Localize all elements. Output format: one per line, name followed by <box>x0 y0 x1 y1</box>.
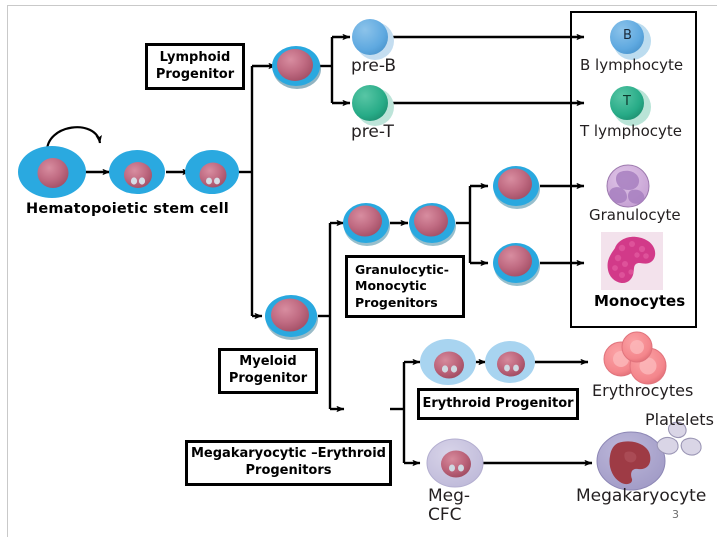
cell-gm-progenitor-2 <box>409 203 456 246</box>
cell-granulocyte <box>606 164 650 208</box>
cell-platelets <box>656 421 702 456</box>
callout-lymphoid-progenitor: Lymphoid Progenitor <box>145 43 245 90</box>
label-monocytes: Monocytes <box>594 292 686 310</box>
cell-hematopoietic-stem-cell-3 <box>185 150 239 194</box>
cell-meg-cfc <box>426 438 484 488</box>
cell-granulocyte-precursor <box>493 166 540 209</box>
cell-myeloid-progenitor <box>265 295 318 340</box>
cell-t-lymphocyte <box>610 86 651 126</box>
label-t-marker: T <box>623 94 631 109</box>
label-platelets: Platelets <box>645 410 714 429</box>
frame-line-top <box>7 5 717 6</box>
frame-line-left <box>7 5 8 537</box>
label-b-marker: B <box>623 28 632 43</box>
cell-pre-t <box>352 85 394 126</box>
callout-erythroid-progenitor: Erythroid Progenitor <box>417 388 579 420</box>
label-granulocyte: Granulocyte <box>589 206 681 224</box>
callout-myeloid-progenitor: Myeloid Progenitor <box>218 348 318 394</box>
cell-erythrocytes <box>603 331 667 385</box>
label-t-lymphocyte: T lymphocyte <box>580 122 683 140</box>
label-hematopoietic-stem-cell: Hematopoietic stem cell <box>26 201 229 217</box>
cell-pre-b <box>352 19 394 60</box>
callout-granulocytic-monocytic-progenitors: Granulocytic- Monocytic Progenitors <box>345 255 465 318</box>
label-meg-cfc: Meg- CFC <box>428 486 471 526</box>
cell-b-lymphocyte <box>610 20 651 60</box>
page-number: 3 <box>672 508 679 521</box>
label-b-lymphocyte: B lymphocyte <box>580 56 684 74</box>
cell-gm-progenitor-1 <box>343 203 390 246</box>
label-megakaryocyte: Megakaryocyte <box>576 486 707 506</box>
cell-lymphoid-progenitor <box>272 46 321 89</box>
callout-megakaryocytic-erythroid-progenitors: Megakaryocytic –Erythroid Progenitors <box>185 440 392 486</box>
cell-hematopoietic-stem-cell-2 <box>109 150 165 194</box>
cell-monocytes-photo <box>601 232 663 290</box>
cell-monocyte-precursor <box>493 243 540 286</box>
label-pre-t: pre-T <box>351 122 394 142</box>
mature-cells-box <box>570 11 697 328</box>
cell-megakaryocyte <box>596 431 666 491</box>
cell-erythroid-progenitor-2 <box>485 341 535 383</box>
label-erythrocytes: Erythrocytes <box>592 381 694 400</box>
cell-hematopoietic-stem-cell-1 <box>18 146 86 198</box>
label-pre-b: pre-B <box>351 56 397 76</box>
cell-erythroid-progenitor-1 <box>420 339 476 385</box>
